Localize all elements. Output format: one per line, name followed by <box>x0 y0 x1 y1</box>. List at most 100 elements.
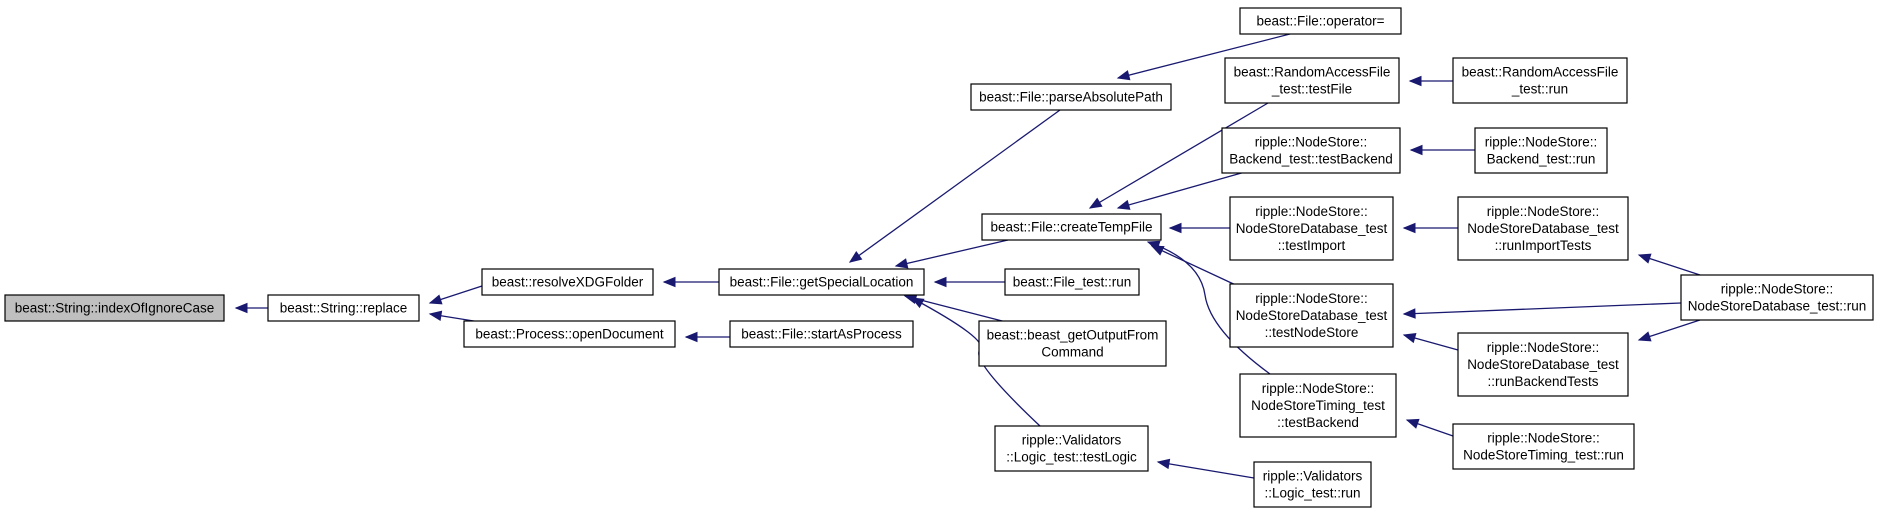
edge-file-test-run-to-get-special-location <box>933 276 1005 288</box>
node-label: ripple::NodeStore:: <box>1255 204 1368 219</box>
node-box <box>463 320 676 348</box>
node-test-node-store[interactable]: ripple::NodeStore::NodeStoreDatabase_tes… <box>1229 283 1394 348</box>
edge-test-backend-to-create-temp-file <box>1116 171 1246 210</box>
arrowhead-icon <box>234 302 248 314</box>
node-label: ripple::Validators <box>1263 469 1363 484</box>
node-timing-test-run[interactable]: ripple::NodeStore::NodeStoreTiming_test:… <box>1452 423 1635 470</box>
arrowhead-icon <box>428 310 443 321</box>
node-label: NodeStoreTiming_test <box>1251 398 1385 413</box>
node-box <box>267 294 420 322</box>
edge-run-import-tests-to-test-import <box>1402 222 1458 234</box>
node-test-file[interactable]: beast::RandomAccessFile_test::testFile <box>1224 57 1400 104</box>
node-box <box>1680 274 1874 321</box>
node-parse-absolute-path[interactable]: beast::File::parseAbsolutePath <box>970 83 1172 111</box>
node-run-import-tests[interactable]: ripple::NodeStore::NodeStoreDatabase_tes… <box>1457 196 1629 261</box>
node-label: ripple::NodeStore:: <box>1485 135 1598 150</box>
node-label: ripple::NodeStore:: <box>1487 431 1600 446</box>
node-label: beast::File::parseAbsolutePath <box>979 90 1163 105</box>
node-test-logic[interactable]: ripple::Validators::Logic_test::testLogi… <box>994 425 1149 472</box>
node-box <box>1239 7 1402 35</box>
edge-create-temp-file-to-get-special-location <box>894 239 1009 269</box>
node-test-backend[interactable]: ripple::NodeStore::Backend_test::testBac… <box>1221 127 1401 174</box>
node-test-import[interactable]: ripple::NodeStore::NodeStoreDatabase_tes… <box>1229 196 1394 261</box>
node-label: ripple::NodeStore:: <box>1487 204 1600 219</box>
edge-get-special-location-to-resolve-xdgfolder <box>662 276 719 288</box>
node-label: ::runImportTests <box>1495 238 1592 253</box>
arrowhead-icon <box>1156 458 1171 470</box>
edge-run-backend-tests-to-test-node-store <box>1402 333 1459 351</box>
node-box <box>1474 127 1608 174</box>
edge-database-test-run-to-test-node-store <box>1402 302 1682 319</box>
node-run-backend-tests[interactable]: ripple::NodeStore::NodeStoreDatabase_tes… <box>1457 332 1629 397</box>
arrowhead-icon <box>1637 253 1652 264</box>
node-label: beast::String::indexOfIgnoreCase <box>15 301 215 316</box>
arrowhead-icon <box>910 297 925 309</box>
node-replace[interactable]: beast::String::replace <box>267 294 420 322</box>
node-logic-test-run[interactable]: ripple::Validators::Logic_test::run <box>1253 461 1372 508</box>
arrowhead-icon <box>662 276 676 288</box>
edge-line <box>895 239 1009 267</box>
node-label: ripple::NodeStore:: <box>1262 381 1375 396</box>
node-label: Backend_test::run <box>1487 152 1596 167</box>
node-label: ::testImport <box>1278 238 1346 253</box>
node-label: NodeStoreTiming_test::run <box>1463 448 1624 463</box>
edge-line <box>1147 241 1271 375</box>
node-raf-test-run[interactable]: beast::RandomAccessFile_test::run <box>1452 57 1628 104</box>
node-label: NodeStoreDatabase_test <box>1467 357 1619 372</box>
node-label: ripple::NodeStore:: <box>1487 340 1600 355</box>
node-resolve-xdgfolder[interactable]: beast::resolveXDGFolder <box>481 268 654 296</box>
arrowhead-icon <box>1116 199 1131 210</box>
edge-database-test-run-to-run-import-tests <box>1637 253 1701 276</box>
node-label: Command <box>1041 345 1103 360</box>
edge-open-document-to-replace <box>428 310 481 323</box>
arrowhead-icon <box>1402 308 1416 319</box>
node-database-test-run[interactable]: ripple::NodeStore::NodeStoreDatabase_tes… <box>1680 274 1874 321</box>
arrowhead-icon <box>1168 222 1182 234</box>
node-box <box>1452 57 1628 104</box>
edge-line <box>1089 102 1269 209</box>
arrowhead-icon <box>933 276 947 288</box>
edge-replace-to-index-of-ignore-case <box>234 302 268 314</box>
node-create-temp-file[interactable]: beast::File::createTempFile <box>981 213 1162 241</box>
node-box <box>4 294 225 322</box>
node-timing-test-backend[interactable]: ripple::NodeStore::NodeStoreTiming_test:… <box>1239 373 1397 438</box>
node-box <box>1253 461 1372 508</box>
node-label: beast::File_test::run <box>1013 275 1132 290</box>
node-box <box>481 268 654 296</box>
node-label: Backend_test::testBackend <box>1229 152 1393 167</box>
edge-test-import-to-create-temp-file <box>1168 222 1230 234</box>
node-label: beast::Process::openDocument <box>475 327 664 342</box>
arrowhead-icon <box>1405 418 1420 429</box>
node-start-as-process[interactable]: beast::File::startAsProcess <box>729 320 914 348</box>
node-label: beast::RandomAccessFile <box>1462 65 1619 80</box>
node-label: ripple::NodeStore:: <box>1255 291 1368 306</box>
edge-timing-test-run-to-timing-test-backend <box>1405 418 1454 437</box>
node-label: NodeStoreDatabase_test <box>1236 221 1388 236</box>
node-backend-test-run[interactable]: ripple::NodeStore::Backend_test::run <box>1474 127 1608 174</box>
node-label: beast::File::getSpecialLocation <box>730 275 914 290</box>
node-box <box>1452 423 1635 470</box>
node-open-document[interactable]: beast::Process::openDocument <box>463 320 676 348</box>
edge-test-file-to-create-temp-file <box>1088 102 1269 209</box>
edge-resolve-xdgfolder-to-replace <box>428 285 483 305</box>
node-box <box>978 320 1167 367</box>
arrowhead-icon <box>1408 75 1422 87</box>
node-box <box>729 320 914 348</box>
arrowhead-icon <box>1088 197 1103 209</box>
node-label: beast::beast_getOutputFrom <box>987 328 1159 343</box>
arrowhead-icon <box>1637 331 1652 342</box>
edge-line <box>1403 302 1682 315</box>
node-get-special-location[interactable]: beast::File::getSpecialLocation <box>718 268 925 296</box>
node-file-operator[interactable]: beast::File::operator= <box>1239 7 1402 35</box>
node-label: ripple::NodeStore:: <box>1255 135 1368 150</box>
node-label: beast::String::replace <box>280 301 408 316</box>
node-file-test-run[interactable]: beast::File_test::run <box>1004 268 1140 296</box>
arrowhead-icon <box>1409 144 1423 156</box>
edge-raf-test-run-to-test-file <box>1408 75 1453 87</box>
node-box <box>994 425 1149 472</box>
node-label: beast::resolveXDGFolder <box>492 275 644 290</box>
edge-logic-test-run-to-test-logic <box>1156 458 1255 479</box>
node-box <box>718 268 925 296</box>
